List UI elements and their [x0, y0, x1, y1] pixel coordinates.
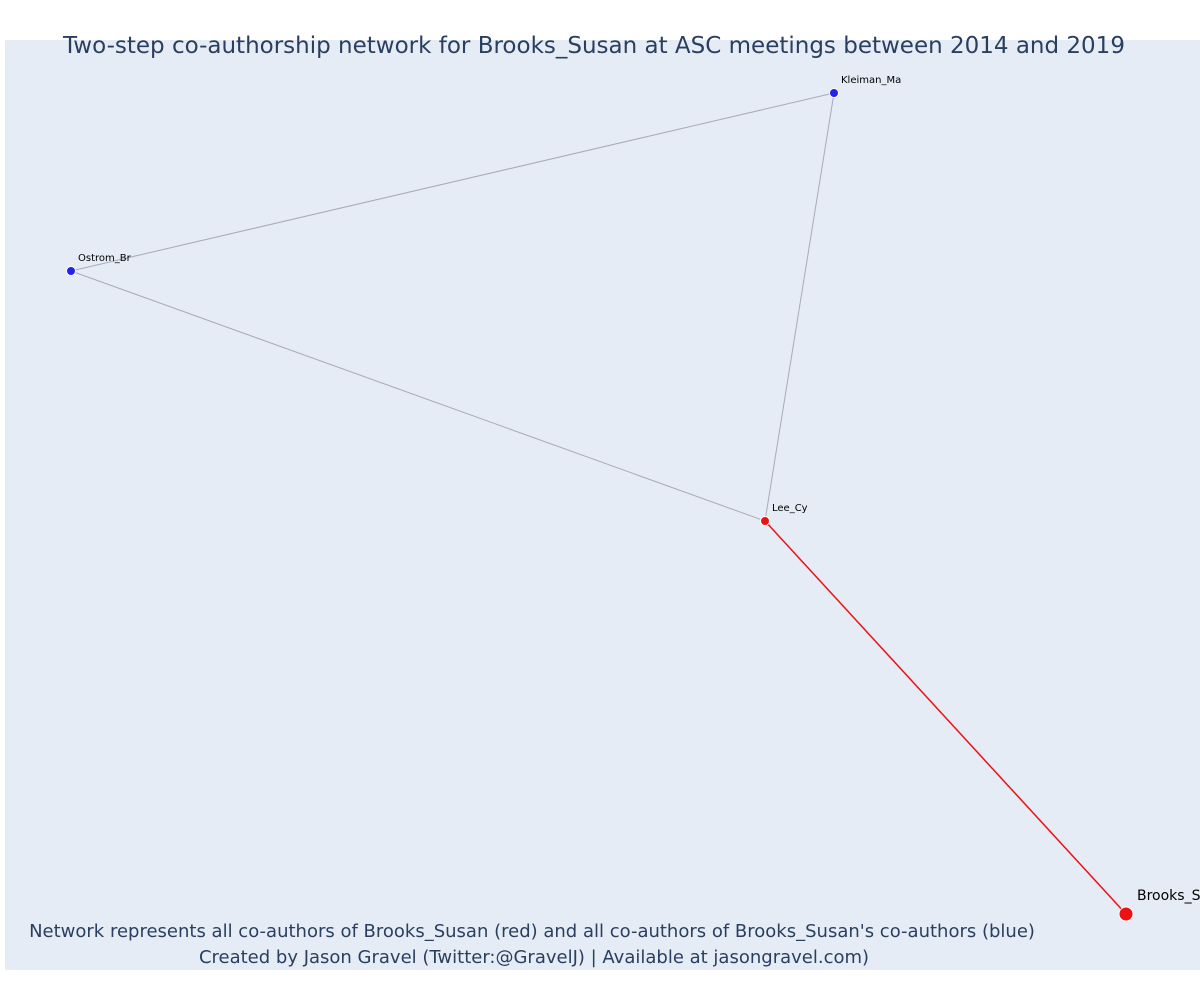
caption-line-2: Created by Jason Gravel (Twitter:@Gravel… [199, 947, 869, 968]
node-Lee_Cy[interactable] [760, 516, 770, 526]
node-label-Lee_Cy: Lee_Cy [772, 503, 808, 514]
edge-Brooks_Susan-Lee_Cy [764, 520, 1127, 915]
plot-background [5, 40, 1200, 970]
node-label-Kleiman_Ma: Kleiman_Ma [841, 75, 901, 86]
nodes-layer [66, 88, 1134, 922]
node-Kleiman_Ma[interactable] [829, 88, 839, 98]
node-label-Brooks_Susan: Brooks_Susan [1137, 888, 1200, 904]
node-Brooks_Susan[interactable] [1118, 906, 1134, 922]
node-Ostrom_Br[interactable] [66, 266, 76, 276]
edges-layer [70, 92, 1127, 915]
edge-Lee_Cy-Kleiman_Ma [764, 92, 835, 522]
node-label-Ostrom_Br: Ostrom_Br [78, 253, 132, 264]
chart-title: Two-step co-authorship network for Brook… [62, 33, 1125, 59]
edge-Ostrom_Br-Kleiman_Ma [70, 92, 835, 272]
caption-line-1: Network represents all co-authors of Bro… [29, 921, 1035, 942]
labels-layer: Brooks_Susan Lee_Cy Ostrom_Br Kleiman_Ma [78, 75, 1200, 904]
edge-Lee_Cy-Ostrom_Br [70, 270, 766, 522]
